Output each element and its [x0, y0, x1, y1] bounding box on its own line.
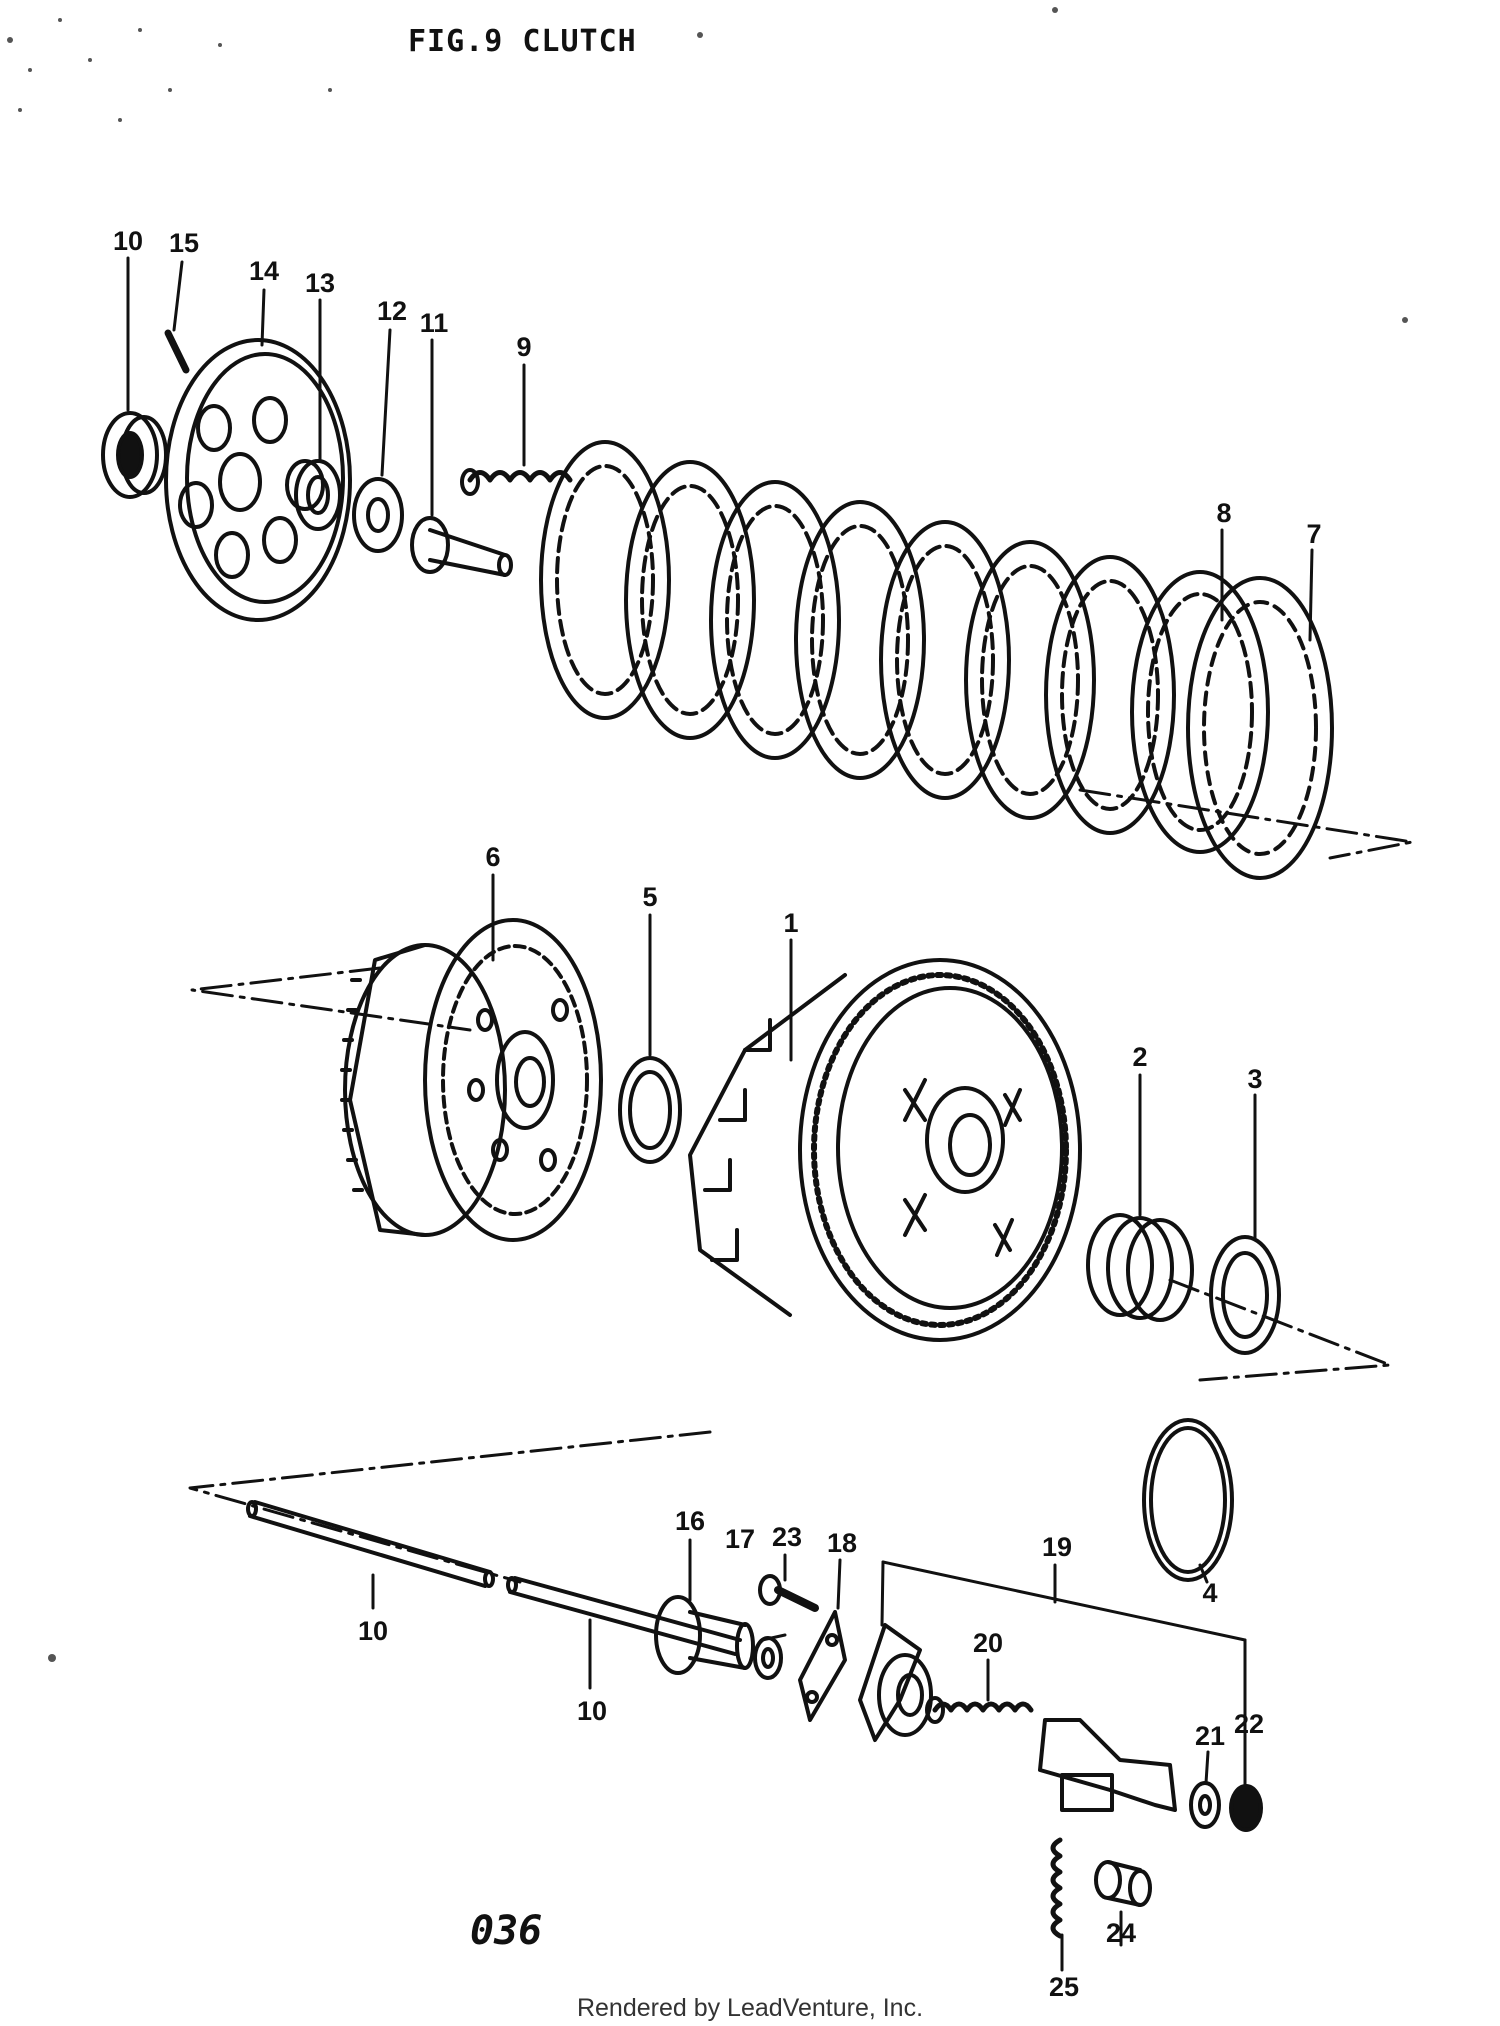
plate-19 [798, 1610, 847, 1722]
pin-16 [164, 329, 190, 374]
plate [879, 520, 1011, 800]
assembly-axis-line-middle [190, 966, 472, 1032]
callout-3: 3 [1247, 1064, 1262, 1094]
callout-6: 6 [485, 842, 500, 872]
washer-22 [1189, 1781, 1221, 1829]
bearing-14 [294, 459, 342, 531]
driven-plate-7 [1186, 576, 1334, 880]
callout-23: 22 [1234, 1709, 1264, 1739]
callout-15: 14 [249, 256, 279, 286]
scan-speckle [7, 7, 1408, 1662]
callout-7: 7 [1306, 519, 1321, 549]
spring-9 [460, 468, 573, 496]
callout-12: 11 [420, 308, 449, 338]
washer-3 [1209, 1235, 1281, 1355]
washer-13 [352, 477, 404, 553]
callout-22: 21 [1195, 1721, 1225, 1751]
bearing-18 [753, 1636, 783, 1680]
callout-25: 24 [1106, 1918, 1136, 1948]
assembly-axis-line-hub [1168, 1278, 1392, 1382]
callout-labels: 10 15 14 13 12 11 9 8 7 6 5 1 2 3 4 16 1… [113, 226, 1322, 2002]
plate [794, 500, 926, 780]
callout-2: 2 [1132, 1042, 1147, 1072]
plate [709, 480, 841, 760]
spring-2 [1086, 1213, 1194, 1322]
callout-21: 20 [973, 1628, 1003, 1658]
release-arm [1038, 1718, 1177, 1812]
clutch-sleeve-hub-6 [340, 918, 603, 1242]
primary-driven-gear-1 [688, 958, 1082, 1342]
plate [624, 460, 756, 740]
pressure-plate-15 [164, 338, 352, 622]
callout-18: 17 [725, 1524, 755, 1554]
figure-title: FIG.9 CLUTCH [408, 24, 637, 59]
drive-plate-8 [1130, 570, 1270, 854]
callout-17: 16 [675, 1506, 705, 1536]
plate [539, 440, 671, 720]
thrust-washer-5 [618, 1056, 682, 1164]
push-piece-12 [410, 516, 513, 577]
assembly-axis-line-bottom [188, 1430, 712, 1584]
push-rod-10-left [246, 1500, 495, 1588]
cap-11 [101, 411, 168, 499]
callout-5: 5 [642, 882, 657, 912]
screw-24 [758, 1574, 819, 1612]
callout-19: 18 [827, 1528, 857, 1558]
callout-1: 1 [783, 908, 798, 938]
assembly-axis-line-top [1078, 788, 1414, 860]
plate [964, 540, 1096, 820]
spring-21 [925, 1696, 1034, 1724]
callout-11: 10 [113, 226, 143, 256]
page-number: 036 [470, 1908, 543, 1954]
return-spring-26 [1050, 1837, 1063, 1939]
plate [1044, 555, 1176, 835]
collar-25 [1094, 1860, 1152, 1907]
push-piece-17 [654, 1595, 755, 1675]
callout-26: 25 [1049, 1972, 1079, 2002]
callout-16: 15 [169, 228, 199, 258]
footer-credit: Rendered by LeadVenture, Inc. [576, 1994, 924, 2022]
callout-8: 8 [1216, 498, 1231, 528]
callout-24: 23 [772, 1522, 802, 1552]
callout-13: 12 [377, 296, 407, 326]
callout-9: 9 [516, 332, 531, 362]
oring-4 [1142, 1418, 1234, 1582]
callout-10-left: 10 [358, 1616, 388, 1646]
callout-4: 4 [1202, 1578, 1217, 1608]
release-cylinder-20 [858, 1623, 933, 1742]
callout-20: 19 [1042, 1532, 1072, 1562]
callout-14: 13 [305, 268, 335, 298]
callout-10-right: 10 [577, 1696, 607, 1726]
clutch-plate-stack [539, 440, 1334, 880]
nut-23 [1229, 1784, 1263, 1832]
leader-lines [126, 256, 1314, 1972]
